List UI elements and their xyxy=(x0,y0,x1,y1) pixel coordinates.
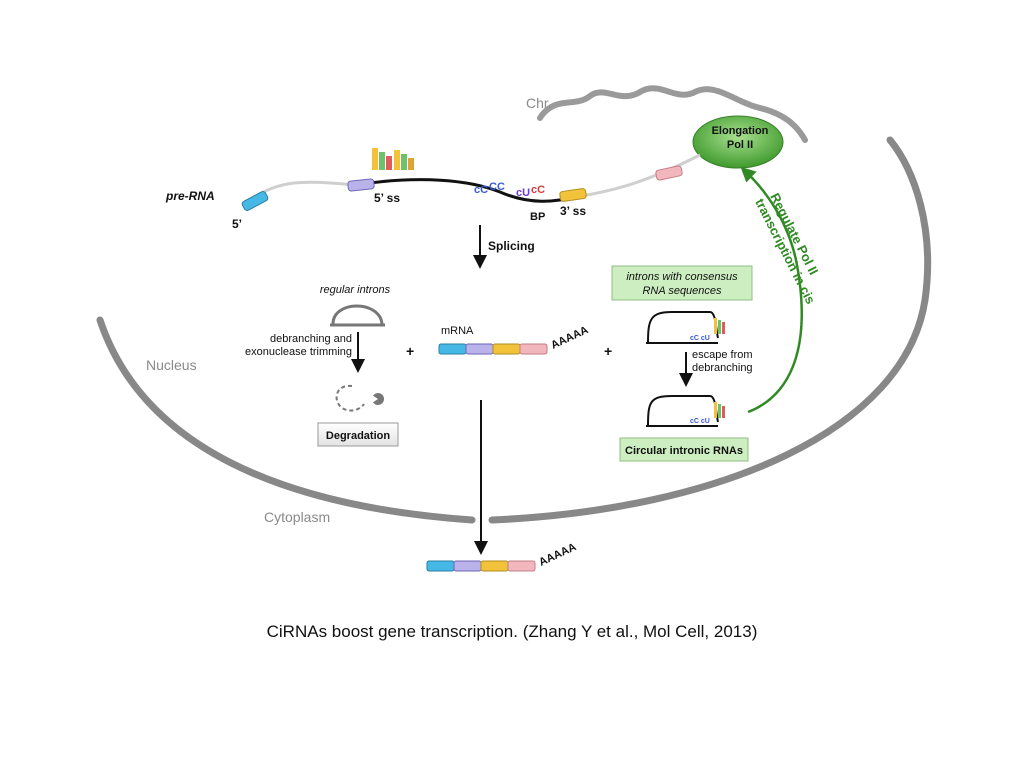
five-prime-label: 5’ xyxy=(232,217,242,231)
pre-rna-label: pre-RNA xyxy=(165,189,215,203)
consensus-sequence-logo xyxy=(372,148,414,170)
degradation-box: Degradation xyxy=(317,422,399,447)
exon-orange xyxy=(559,188,587,202)
svg-text:cU: cU xyxy=(516,187,530,199)
escape-line2: debranching xyxy=(692,362,753,374)
splicing-label: Splicing xyxy=(488,239,535,253)
exon-pink xyxy=(655,165,683,181)
mrna-label: mRNA xyxy=(441,325,474,337)
degradation-label: Degradation xyxy=(326,430,390,442)
circular-rna-icon: cC cU xyxy=(646,395,725,427)
nucleus-label: Nucleus xyxy=(146,357,197,373)
debranching-line2: exonuclease trimming xyxy=(245,346,352,358)
five-ss-label: 5’ ss xyxy=(374,191,400,205)
lariat-icon xyxy=(331,304,384,325)
svg-text:CC: CC xyxy=(489,181,505,193)
figure-caption: CiRNAs boost gene transcription. (Zhang … xyxy=(266,622,758,641)
regulate-label-group: Regulate Pol II transcription in cis xyxy=(752,191,821,307)
chr-label: Chr. xyxy=(526,95,552,111)
exon-5prime xyxy=(241,191,269,211)
pol2-label-line1: Elongation xyxy=(712,125,769,137)
cytoplasm-label: Cytoplasm xyxy=(264,509,330,525)
consensus-introns-box: introns with consensus RNA sequences xyxy=(611,265,753,301)
plus-sign-2: + xyxy=(604,343,612,359)
circular-label: Circular intronic RNAs xyxy=(625,445,743,457)
exon-purple xyxy=(347,178,375,192)
consensus-line1: introns with consensus xyxy=(626,271,738,283)
polya-tail-2: AAAAA xyxy=(537,541,578,569)
debranching-line1: debranching and xyxy=(270,333,352,345)
pol2-complex: Elongation Pol II xyxy=(692,115,784,169)
svg-text:cC: cC xyxy=(531,184,545,196)
degraded-rna-icon xyxy=(335,384,384,412)
ci-lariat-icon: cC cU xyxy=(646,311,725,344)
svg-text:cC cU: cC cU xyxy=(690,418,710,425)
circular-rnas-box: Circular intronic RNAs xyxy=(619,437,749,462)
polya-tail-1: AAAAA xyxy=(549,324,590,352)
pre-rna: cC CC cU cC pre-RNA 5’ 5’ ss BP 3’ ss xyxy=(165,148,701,231)
nuclear-membrane xyxy=(96,136,932,524)
chromosome-strand xyxy=(537,85,808,143)
branch-sequence-logo: cC CC cU cC xyxy=(474,181,545,199)
bp-label: BP xyxy=(530,211,545,223)
escape-line1: escape from xyxy=(692,349,753,361)
regulation-arrow xyxy=(740,166,803,414)
consensus-line2: RNA sequences xyxy=(642,285,722,297)
plus-sign-1: + xyxy=(406,343,414,359)
mrna-cytoplasm: AAAAA xyxy=(426,541,578,572)
three-ss-label: 3’ ss xyxy=(560,204,586,218)
pol2-label-line2: Pol II xyxy=(727,139,753,151)
regular-introns-label: regular introns xyxy=(320,284,391,296)
svg-text:cC: cC xyxy=(474,184,488,196)
svg-text:cC cU: cC cU xyxy=(690,335,710,342)
